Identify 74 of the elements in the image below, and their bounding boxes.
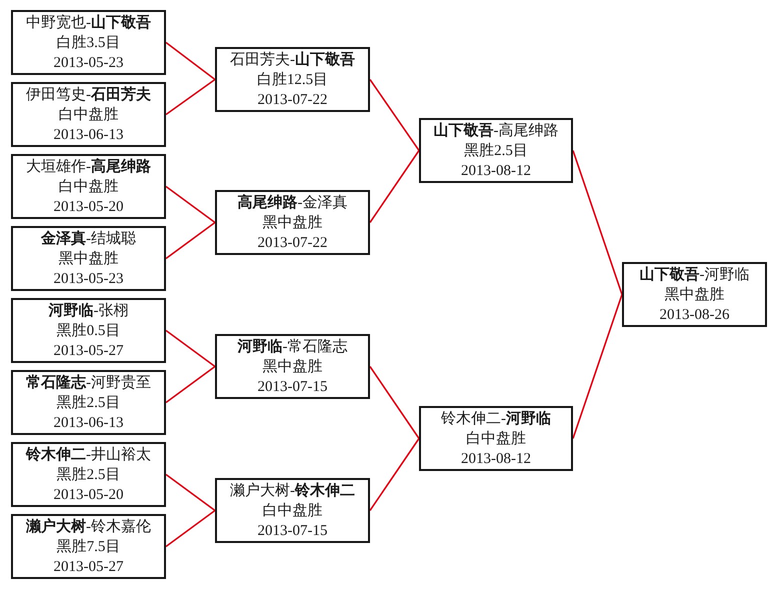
match-box bbox=[622, 262, 767, 327]
match-box bbox=[215, 334, 370, 399]
game-date: 2013-07-15 bbox=[258, 522, 328, 540]
game-result: 白中盘胜 bbox=[58, 106, 118, 124]
match-box bbox=[11, 10, 166, 75]
bracket-line bbox=[369, 150, 420, 223]
bracket-line bbox=[369, 438, 420, 511]
game-result: 白中盘胜 bbox=[262, 502, 322, 520]
game-date: 2013-05-27 bbox=[54, 558, 124, 576]
game-date: 2013-05-23 bbox=[54, 270, 124, 288]
game-date: 2013-05-20 bbox=[54, 486, 124, 504]
bracket-line bbox=[369, 79, 420, 151]
bracket-line bbox=[572, 294, 623, 439]
match-box bbox=[11, 370, 166, 435]
game-result: 白中盘胜 bbox=[466, 430, 526, 448]
game-result: 黑胜0.5目 bbox=[56, 322, 120, 340]
player-names: 河野临-张栩 bbox=[48, 302, 128, 320]
bracket-line bbox=[166, 510, 216, 548]
player-names: 金泽真-结城聪 bbox=[41, 229, 136, 248]
game-date: 2013-08-12 bbox=[461, 450, 531, 468]
match-box bbox=[215, 190, 370, 255]
match-box bbox=[215, 47, 370, 112]
player-names: 大垣雄作-高尾绅路 bbox=[26, 157, 151, 176]
bracket-line bbox=[166, 330, 216, 368]
player-names: 濑户大树-铃木嘉伦 bbox=[26, 517, 151, 536]
game-date: 2013-05-23 bbox=[54, 54, 124, 72]
match-box bbox=[11, 154, 166, 219]
game-result: 白胜3.5目 bbox=[56, 34, 120, 52]
bracket-line bbox=[166, 42, 216, 80]
game-result: 黑中盘胜 bbox=[262, 358, 322, 376]
match-box bbox=[419, 118, 573, 183]
game-result: 白胜12.5目 bbox=[256, 70, 328, 90]
game-result: 白中盘胜 bbox=[58, 178, 118, 196]
game-date: 2013-06-13 bbox=[54, 126, 124, 144]
player-names: 石田芳夫-山下敬吾 bbox=[230, 50, 355, 70]
game-date: 2013-07-22 bbox=[258, 234, 328, 252]
player-names: 中野宽也-山下敬吾 bbox=[26, 13, 151, 32]
game-date: 2013-05-20 bbox=[54, 198, 124, 216]
player-names: 常石隆志-河野贵至 bbox=[26, 373, 151, 392]
game-date: 2013-05-27 bbox=[54, 342, 124, 360]
game-result: 黑中盘胜 bbox=[262, 214, 322, 232]
player-names: 铃木伸二-河野临 bbox=[441, 410, 551, 428]
game-date: 2013-07-22 bbox=[258, 90, 328, 110]
bracket-line bbox=[166, 78, 216, 116]
match-box bbox=[11, 226, 166, 291]
bracket-line bbox=[166, 222, 216, 260]
match-box bbox=[419, 406, 573, 471]
game-date: 2013-07-15 bbox=[258, 378, 328, 396]
game-date: 2013-06-13 bbox=[54, 414, 124, 432]
player-names: 山下敬吾-河野临 bbox=[640, 265, 750, 284]
player-names: 伊田笃史-石田芳夫 bbox=[26, 85, 151, 104]
match-box bbox=[11, 82, 166, 147]
game-result: 黑胜2.5目 bbox=[464, 142, 528, 160]
game-result: 黑胜2.5目 bbox=[56, 466, 120, 484]
game-date: 2013-08-12 bbox=[461, 162, 531, 180]
game-date: 2013-08-26 bbox=[660, 306, 730, 324]
game-result: 黑胜7.5目 bbox=[56, 538, 120, 556]
player-names: 濑户大树-铃木伸二 bbox=[230, 481, 355, 500]
match-box bbox=[11, 442, 166, 507]
player-names: 山下敬吾-高尾绅路 bbox=[434, 121, 558, 140]
bracket-line bbox=[369, 366, 420, 439]
player-names: 河野临-常石隆志 bbox=[238, 338, 348, 356]
match-box bbox=[11, 514, 166, 579]
game-result: 黑胜2.5目 bbox=[56, 394, 120, 412]
bracket-line bbox=[572, 150, 623, 295]
bracket-line bbox=[166, 366, 216, 404]
game-result: 黑中盘胜 bbox=[58, 250, 118, 268]
bracket-line bbox=[166, 186, 216, 224]
match-box bbox=[215, 478, 370, 543]
player-names: 高尾绅路-金泽真 bbox=[238, 193, 348, 212]
bracket-line bbox=[166, 474, 216, 512]
match-box bbox=[11, 298, 166, 363]
player-names: 铃木伸二-井山裕太 bbox=[26, 445, 151, 464]
game-result: 黑中盘胜 bbox=[664, 286, 724, 304]
